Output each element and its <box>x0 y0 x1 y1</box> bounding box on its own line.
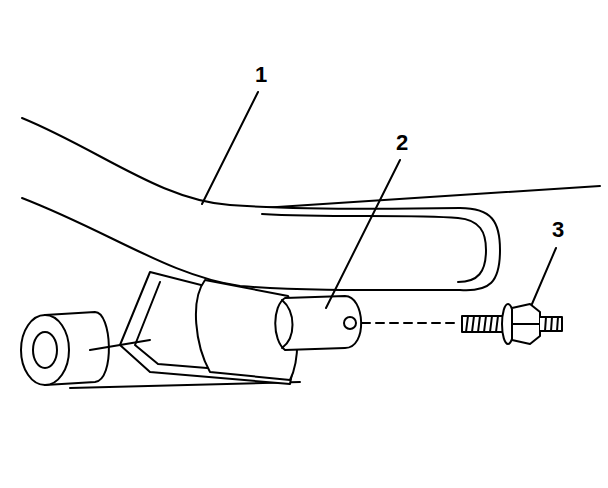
clamp-hole <box>344 317 356 329</box>
link-rod <box>90 340 150 350</box>
hex-edge <box>512 323 540 325</box>
leader-line <box>532 248 556 304</box>
frame-edge <box>262 186 600 208</box>
callout-number: 2 <box>396 132 408 154</box>
link-bushing-end <box>21 315 69 385</box>
bushing-clamp <box>275 296 361 350</box>
thread-lines <box>466 316 498 332</box>
bolt-stud <box>540 317 562 331</box>
callout-number: 1 <box>255 64 267 86</box>
clamp-contour <box>282 300 293 348</box>
stabilizer-bar <box>22 118 500 290</box>
link-bushing-bore <box>33 332 57 368</box>
alignment-line <box>362 322 458 324</box>
callout-number: 3 <box>552 219 564 241</box>
leader-line <box>202 92 258 204</box>
bolt-thread <box>462 316 505 332</box>
bolt-hex <box>512 304 540 344</box>
leader-line <box>326 160 400 308</box>
bar-contour <box>262 214 486 282</box>
thread-lines <box>545 317 558 331</box>
